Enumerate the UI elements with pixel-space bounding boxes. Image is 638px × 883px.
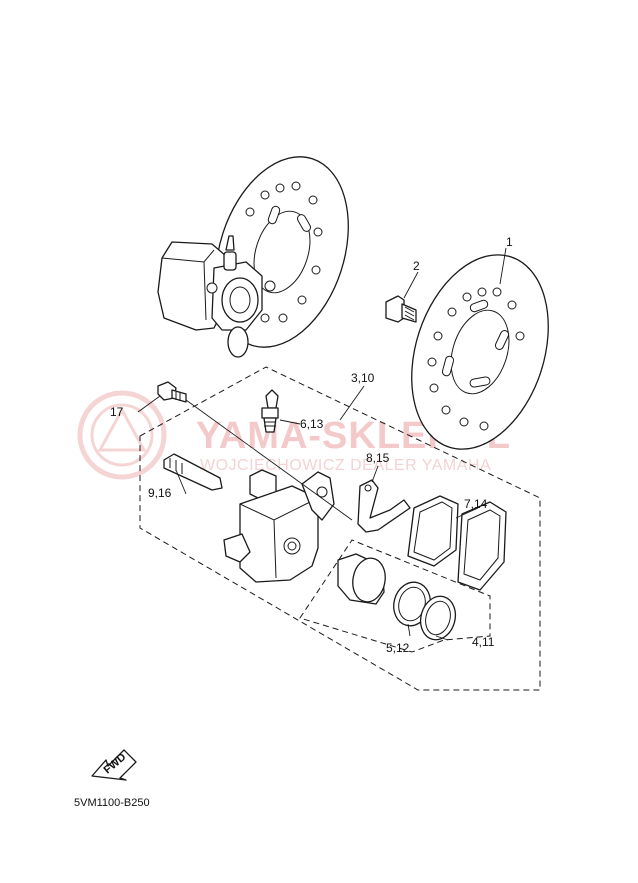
assembled-brake-view — [157, 156, 349, 358]
leader-lines — [137, 247, 507, 641]
caliper-piston — [337, 553, 386, 605]
callout-3-10: 3,10 — [351, 371, 375, 385]
brake-pads — [407, 495, 507, 591]
fwd-arrow-icon: FWD — [91, 749, 137, 781]
callout-17: 17 — [110, 405, 124, 419]
callouts: 1 2 3,10 6,13 17 8,15 7,14 9,16 5,12 4,1… — [110, 235, 513, 655]
callout-6-13: 6,13 — [300, 417, 324, 431]
callout-8-15: 8,15 — [366, 451, 390, 465]
pad-support — [357, 479, 411, 533]
callout-4-11: 4,11 — [472, 635, 495, 649]
diagram-code: 5VM1100-B250 — [74, 797, 150, 809]
brake-disc — [411, 254, 549, 450]
yamaha-logo-watermark — [77, 390, 167, 480]
caliper-bolt — [157, 381, 187, 403]
callout-1: 1 — [506, 235, 513, 249]
callout-2: 2 — [413, 259, 420, 273]
callout-7-14: 7,14 — [464, 497, 488, 511]
callout-9-16: 9,16 — [148, 486, 172, 500]
disc-bolt — [385, 295, 417, 323]
bleed-screw — [261, 389, 279, 433]
brake-caliper — [223, 469, 335, 583]
pad-seal-kit-outline — [299, 539, 491, 653]
caliper-kit-outline — [139, 366, 541, 691]
watermark-subtitle: WOJCIECHOWICZ DEALER YAMAHA — [200, 457, 491, 474]
assembled-caliper — [157, 235, 276, 358]
callout-5-12: 5,12 — [386, 641, 410, 655]
piston-seals — [393, 581, 457, 641]
caliper-pin — [163, 453, 223, 491]
